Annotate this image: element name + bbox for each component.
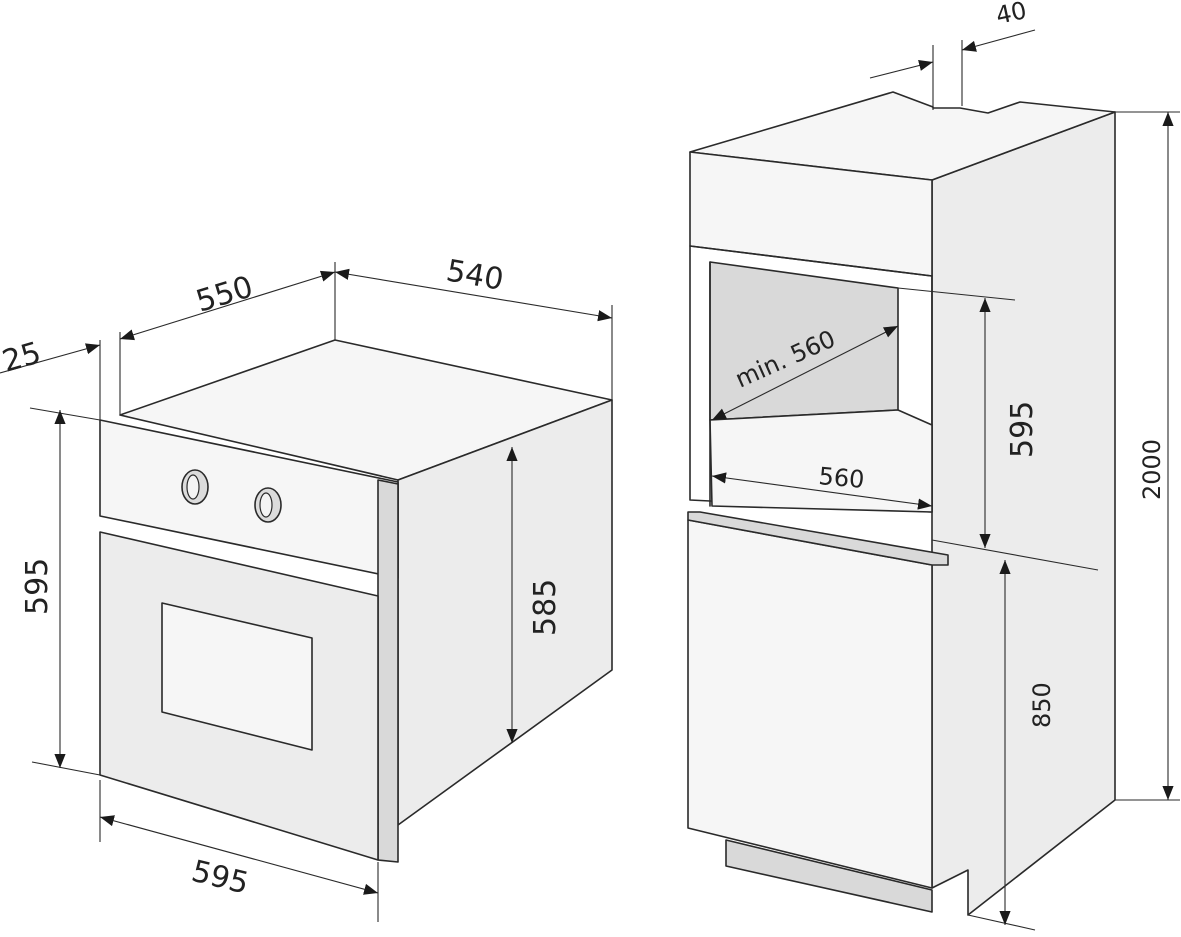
oven-drawing: 25 550 540 595 585 595 [0, 253, 613, 922]
dim-line-540 [334, 268, 613, 322]
dim-line-40-left [869, 60, 934, 79]
dim-label-850: 850 [1028, 682, 1056, 728]
dim-label-595-height: 595 [20, 558, 55, 615]
oven-window [161, 602, 313, 751]
cabinet-shelf-edge [687, 511, 949, 566]
cabinet-plinth [725, 839, 933, 913]
cabinet-top [689, 91, 1116, 181]
cabinet-niche-floor [709, 409, 933, 513]
dim-line-560 [711, 472, 933, 510]
dim-line-min-560 [711, 325, 899, 421]
oven-panel-edge [377, 479, 399, 863]
dim-label-40: 40 [993, 0, 1029, 30]
dim-line-595-width [99, 815, 379, 895]
cabinet-drawing: 40 min. 560 560 595 850 2000 [687, 0, 1180, 931]
knob-right-icon [254, 487, 282, 523]
dim-label-2000: 2000 [1138, 439, 1166, 500]
dim-line-25 [0, 343, 101, 374]
knob-left-icon [181, 469, 209, 505]
dim-label-25: 25 [0, 336, 45, 380]
dim-label-595-niche: 595 [1005, 401, 1040, 458]
dim-label-560: 560 [817, 462, 865, 494]
cabinet-side-panel [931, 111, 1116, 916]
cabinet-lower-door [687, 519, 933, 889]
dim-label-550: 550 [192, 269, 257, 319]
dim-label-585: 585 [528, 579, 563, 636]
dim-line-40-right [961, 29, 1036, 52]
dim-label-595-width: 595 [188, 854, 252, 902]
dim-line-550 [119, 270, 336, 341]
